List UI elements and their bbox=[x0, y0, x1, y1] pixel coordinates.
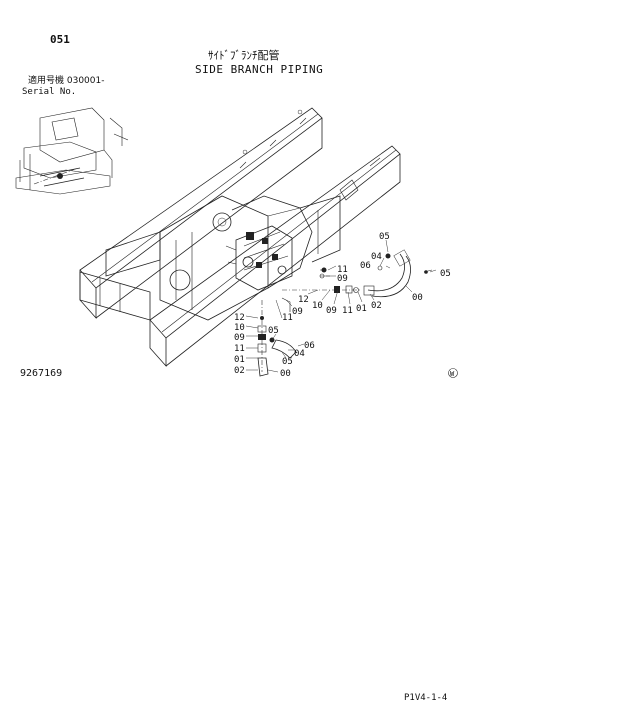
callout-09: 09 bbox=[234, 333, 245, 343]
callout-09: 09 bbox=[292, 307, 303, 317]
callout-11: 11 bbox=[342, 306, 353, 316]
footer-code: P1V4-1-4 bbox=[404, 693, 448, 703]
callout-labels: 05 04 06 05 00 11 09 12 10 09 11 01 02 1… bbox=[234, 232, 451, 379]
callout-02: 02 bbox=[371, 301, 382, 311]
figure-number: 9267169 bbox=[20, 368, 63, 379]
callout-11: 11 bbox=[337, 265, 348, 275]
pipe-lines bbox=[245, 239, 437, 377]
callout-04: 04 bbox=[294, 349, 305, 359]
callout-12: 12 bbox=[234, 313, 245, 323]
callout-05: 05 bbox=[282, 357, 293, 367]
callout-06: 06 bbox=[360, 261, 371, 271]
callout-05: 05 bbox=[379, 232, 390, 242]
callout-01: 01 bbox=[234, 355, 245, 365]
page-number: 051 bbox=[50, 33, 70, 46]
callout-00: 00 bbox=[412, 293, 423, 303]
callout-11: 11 bbox=[234, 344, 245, 354]
valve-assembly bbox=[225, 225, 293, 291]
callout-05: 05 bbox=[440, 269, 451, 279]
callout-04: 04 bbox=[371, 252, 382, 262]
circled-w-mark: W bbox=[448, 368, 458, 378]
frame-structure bbox=[79, 107, 401, 368]
callout-01: 01 bbox=[356, 304, 367, 314]
machine-thumbnail bbox=[15, 107, 129, 195]
serial-label-english: Serial No. bbox=[22, 87, 77, 97]
title-english: SIDE BRANCH PIPING bbox=[195, 63, 324, 76]
serial-label-japanese: 適用号機 030001- bbox=[28, 76, 105, 86]
callout-11: 11 bbox=[282, 313, 293, 323]
svg-text:W: W bbox=[450, 370, 455, 378]
callout-12: 12 bbox=[298, 295, 309, 305]
callout-10: 10 bbox=[312, 301, 323, 311]
title-japanese: ｻｲﾄﾞﾌﾞﾗﾝﾁ配管 bbox=[208, 49, 280, 62]
callout-00: 00 bbox=[280, 369, 291, 379]
callout-06: 06 bbox=[304, 341, 315, 351]
callout-09: 09 bbox=[326, 306, 337, 316]
callout-02: 02 bbox=[234, 366, 245, 376]
callout-10: 10 bbox=[234, 323, 245, 333]
callout-05: 05 bbox=[268, 326, 279, 336]
callout-09: 09 bbox=[337, 274, 348, 284]
